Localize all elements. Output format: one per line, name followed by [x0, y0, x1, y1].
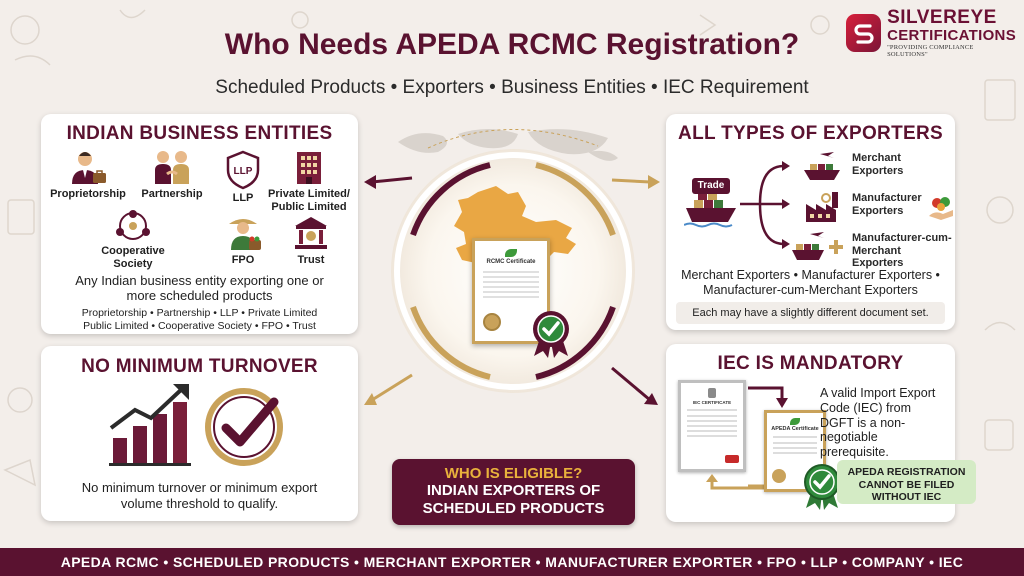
growth-chart-icon: [109, 384, 191, 466]
trade-badge: Trade: [692, 178, 730, 194]
brand-logo[interactable]: SILVEREYE CERTIFICATIONS "PROVIDING COMP…: [846, 8, 1016, 57]
farmer-icon: [229, 219, 261, 250]
exporters-card: ALL TYPES OF EXPORTERS Trade Merchant Ex…: [666, 114, 955, 330]
certificate-leaf-icon: [505, 249, 517, 257]
people-group-icon: [116, 210, 150, 240]
eligibility-answer: INDIAN EXPORTERS OF SCHEDULED PRODUCTS: [422, 482, 605, 517]
iec-description: A valid Import Export Code (IEC) from DG…: [820, 386, 936, 459]
merchant-manufacturer-icon: [792, 232, 843, 260]
center-emblem: RCMC Certificate: [382, 140, 644, 402]
office-building-icon: [297, 152, 321, 184]
brand-name-line1: SILVEREYE: [887, 7, 997, 28]
check-badge-icon: [205, 388, 283, 466]
exporter-type-manufacturer: Manufacturer Exporters: [852, 192, 922, 217]
world-map-icon: [398, 129, 618, 161]
entity-cooperative: Cooperative Society: [91, 209, 175, 270]
entities-card: INDIAN BUSINESS ENTITIES Proprietorship …: [41, 114, 358, 334]
factory-icon: [806, 192, 838, 222]
entity-label-partnership: Partnership: [141, 188, 203, 200]
eligibility-question: WHO IS ELIGIBLE?: [444, 465, 583, 482]
entities-title: INDIAN BUSINESS ENTITIES: [66, 123, 333, 144]
produce-hand-icon: [929, 197, 953, 220]
eligibility-box: WHO IS ELIGIBLE? INDIAN EXPORTERS OF SCH…: [392, 459, 635, 525]
iec-certificate-doc: IEC CERTIFICATE: [678, 380, 746, 472]
entity-label-llp: LLP: [232, 192, 254, 204]
entity-label-cooperative: Cooperative Society: [101, 245, 165, 270]
entity-proprietorship: Proprietorship: [49, 150, 127, 201]
turnover-card: NO MINIMUM TURNOVER No minimum turnover …: [41, 346, 358, 521]
footer-keywords: APEDA RCMC • SCHEDULED PRODUCTS • MERCHA…: [0, 548, 1024, 576]
svg-text:LLP: LLP: [234, 166, 253, 177]
entity-label-private-limited: Private Limited/ Public Limited: [268, 188, 350, 213]
gold-seal-icon: [772, 469, 786, 483]
exporters-summary: Merchant Exporters • Manufacturer Export…: [681, 268, 940, 297]
exporters-note: Each may have a slightly different docum…: [676, 302, 945, 324]
branch-connector: [740, 161, 790, 249]
exporter-type-merchant-cum: Manufacturer-cum-Merchant Exporters: [852, 232, 952, 270]
page-title: Who Needs APEDA RCMC Registration?: [224, 28, 800, 61]
entity-label-trust: Trust: [297, 254, 325, 266]
entity-label-fpo: FPO: [231, 254, 255, 266]
business-person-icon: [72, 152, 106, 184]
entity-llp: LLP LLP: [213, 150, 273, 205]
brand-name-line2: CERTIFICATIONS: [887, 27, 1016, 44]
llp-shield-icon: LLP: [226, 150, 260, 190]
apeda-doc-label: APEDA Certificate: [771, 426, 819, 432]
emblem-icon: [708, 388, 716, 398]
brand-tagline: "PROVIDING COMPLIANCE SOLUTIONS": [887, 44, 974, 58]
exporters-title: ALL TYPES OF EXPORTERS: [678, 123, 943, 144]
entity-partnership: Partnership: [133, 150, 211, 201]
entity-private-limited: Private Limited/ Public Limited: [263, 150, 355, 213]
handshake-icon: [155, 151, 189, 184]
certificate-title: RCMC Certificate: [486, 259, 536, 265]
entity-label-proprietorship: Proprietorship: [50, 188, 126, 200]
merchant-ship-icon: [804, 152, 840, 180]
trust-building-icon: [295, 217, 327, 249]
iec-card: IEC IS MANDATORY IEC CERTIFICATE APEDA C…: [666, 344, 955, 522]
page-subtitle: Scheduled Products • Exporters • Busines…: [215, 77, 809, 98]
entities-description: Any Indian business entity exporting one…: [75, 273, 324, 303]
cert-gold-seal-icon: [483, 313, 501, 331]
turnover-description: No minimum turnover or minimum export vo…: [81, 480, 318, 511]
iec-title: IEC IS MANDATORY: [717, 353, 904, 374]
valid-stamp-icon: [725, 455, 739, 463]
leaf-logo-icon: [790, 418, 800, 425]
entity-fpo: FPO: [217, 214, 269, 267]
approved-badge-icon: [533, 311, 569, 358]
entities-list: Proprietorship • Partnership • LLP • Pri…: [81, 307, 318, 332]
cargo-ship-icon: [684, 194, 736, 228]
exporter-type-merchant: Merchant Exporters: [852, 152, 904, 177]
logo-mark-icon: [846, 14, 882, 52]
iec-doc-label: IEC CERTIFICATE: [692, 400, 732, 405]
entity-trust: Trust: [285, 214, 337, 267]
iec-warning-box: APEDA REGISTRATION CANNOT BE FILED WITHO…: [837, 460, 976, 504]
turnover-title: NO MINIMUM TURNOVER: [81, 356, 318, 377]
